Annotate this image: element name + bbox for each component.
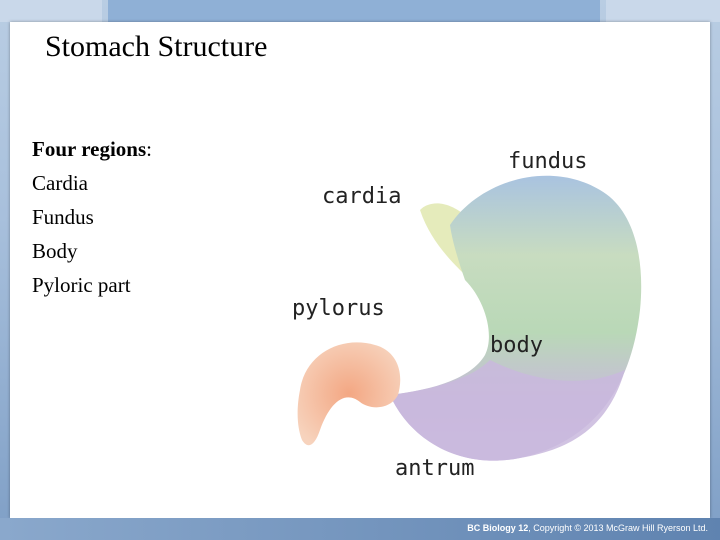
stomach-illustration: fundus cardia pylorus body antrum [292, 149, 642, 481]
top-bar-left [0, 0, 102, 22]
copyright-notice: BC Biology 12, Copyright © 2013 McGraw H… [467, 523, 708, 533]
footer-copyright: , Copyright © 2013 McGraw Hill Ryerson L… [528, 523, 708, 533]
slide-title: Stomach Structure [45, 30, 268, 63]
footer-bar: BC Biology 12, Copyright © 2013 McGraw H… [0, 518, 720, 540]
list-heading-text: Four regions [32, 137, 147, 161]
list-item-cardia: Cardia [32, 171, 88, 195]
antrum-region [390, 360, 625, 461]
list-item-body: Body [32, 239, 78, 263]
region-list-heading: Four regions: [32, 132, 152, 166]
label-cardia: cardia [322, 184, 401, 209]
list-heading-colon: : [146, 137, 152, 161]
label-fundus: fundus [508, 149, 587, 174]
pylorus-region [297, 342, 401, 446]
stomach-diagram: fundus cardia pylorus body antrum [280, 140, 660, 485]
footer-book-title: BC Biology 12 [467, 523, 529, 533]
list-item-fundus: Fundus [32, 205, 94, 229]
region-list: Four regions: Cardia Fundus Body Pyloric… [32, 132, 152, 302]
label-antrum: antrum [395, 456, 474, 481]
label-pylorus: pylorus [292, 296, 385, 321]
label-body: body [490, 333, 543, 358]
top-bar-right [606, 0, 720, 22]
list-item-pyloric-part: Pyloric part [32, 273, 131, 297]
top-bar-middle [108, 0, 600, 22]
